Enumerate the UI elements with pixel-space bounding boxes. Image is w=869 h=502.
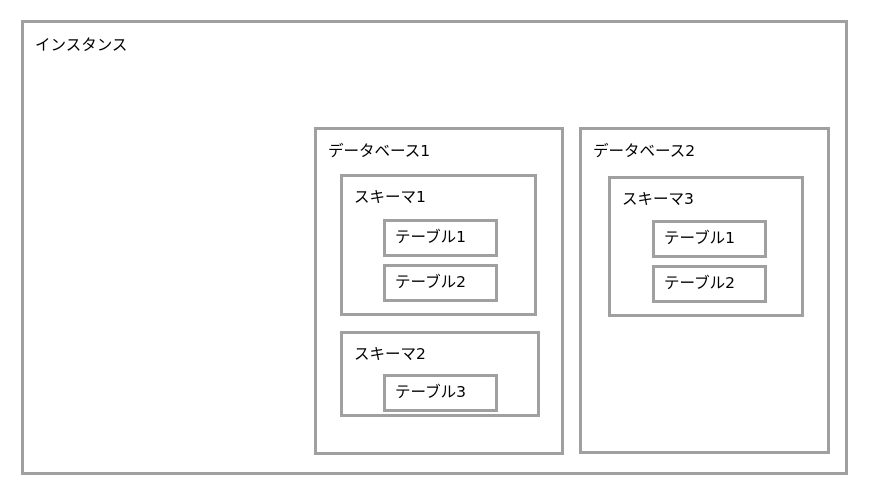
database-label-2: データベース2: [593, 142, 696, 160]
table-label: テーブル3: [395, 383, 466, 402]
table-label: テーブル2: [664, 274, 735, 293]
table-box: テーブル2: [383, 264, 498, 302]
table-box: テーブル3: [383, 374, 498, 412]
schema-label-3: スキーマ3: [622, 190, 694, 208]
schema-box-1: スキーマ1 テーブル1 テーブル2: [340, 174, 537, 316]
schema-box-2: スキーマ2 テーブル3: [340, 331, 540, 417]
schema-label-2: スキーマ2: [354, 345, 426, 363]
schema-box-3: スキーマ3 テーブル1 テーブル2: [608, 176, 804, 317]
table-box: テーブル2: [652, 265, 767, 303]
instance-box: インスタンス データベース1 スキーマ1 テーブル1 テーブル2 スキーマ2 テ…: [21, 20, 848, 475]
table-label: テーブル1: [664, 229, 735, 248]
schema-label-1: スキーマ1: [354, 188, 426, 206]
database-box-1: データベース1 スキーマ1 テーブル1 テーブル2 スキーマ2 テーブル3: [314, 127, 564, 455]
database-label-1: データベース1: [328, 142, 431, 160]
table-box: テーブル1: [652, 220, 767, 258]
table-box: テーブル1: [383, 219, 498, 257]
instance-label: インスタンス: [35, 36, 128, 54]
table-label: テーブル1: [395, 228, 466, 247]
table-label: テーブル2: [395, 273, 466, 292]
database-box-2: データベース2 スキーマ3 テーブル1 テーブル2: [579, 127, 830, 454]
